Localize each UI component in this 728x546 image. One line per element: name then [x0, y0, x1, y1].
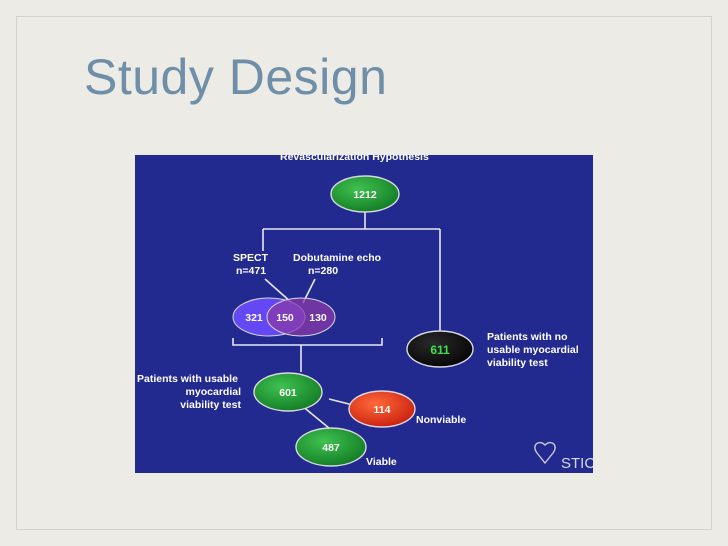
no-viability-node: [406, 330, 474, 368]
logo-text: STIC: [561, 455, 593, 472]
venn-left-value: 321: [245, 312, 263, 324]
spect-label: SPECT: [233, 252, 269, 264]
spect-n: n=471: [236, 265, 266, 277]
stich-logo: STIC: [534, 441, 593, 472]
root-node-value: 1212: [353, 189, 377, 201]
root-node: [330, 175, 400, 213]
slide-frame: [16, 16, 712, 530]
viable-node: [295, 427, 367, 467]
no-viability-value: 611: [430, 343, 450, 357]
dobutamine-n: n=280: [308, 265, 338, 277]
usable-text-3: viability test: [180, 399, 241, 411]
viable-label: Viable: [366, 456, 397, 468]
no-viability-text-1: Patients with no: [487, 331, 568, 343]
venn-right-value: 130: [309, 312, 327, 324]
no-viability-text-2: usable myocardial: [487, 344, 579, 356]
dobutamine-label: Dobutamine echo: [293, 252, 381, 264]
venn-overlap-value: 150: [276, 312, 294, 324]
diagram-canvas: Revascularization Hypothesis 1212 SPECT …: [137, 155, 593, 472]
slide-title: Study Design: [84, 49, 388, 105]
no-viability-text-3: viability test: [487, 357, 548, 369]
nonviable-label: Nonviable: [416, 414, 466, 426]
study-flow-diagram: Revascularization Hypothesis 1212 SPECT …: [135, 155, 593, 473]
usable-text-2: myocardial: [186, 386, 242, 398]
usable-node: [253, 372, 323, 412]
nonviable-node: [348, 390, 416, 428]
viable-value: 487: [322, 442, 340, 454]
nonviable-value: 114: [374, 404, 391, 416]
diagram-heading: Revascularization Hypothesis: [280, 155, 429, 163]
usable-text-1: Patients with usable: [137, 373, 238, 385]
usable-value: 601: [279, 387, 297, 399]
venn-echo-circle: [266, 297, 336, 337]
